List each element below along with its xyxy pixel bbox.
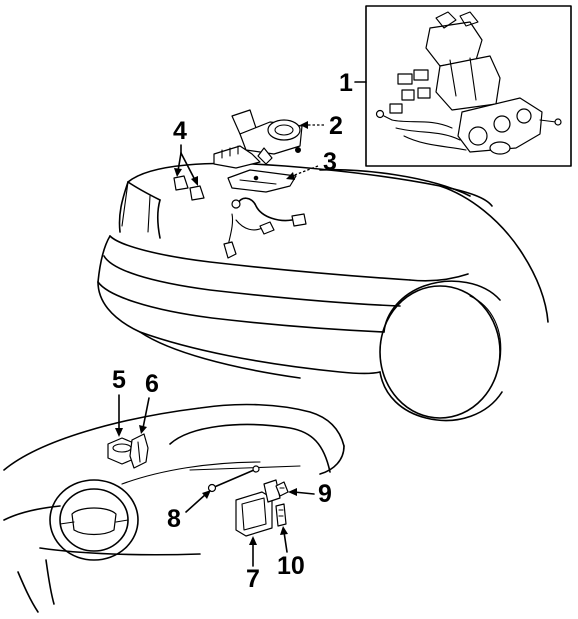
abs-actuator-assembly bbox=[375, 11, 562, 155]
svg-text:3: 3 bbox=[323, 148, 337, 176]
svg-text:8: 8 bbox=[167, 505, 181, 533]
sensor-harness bbox=[223, 197, 307, 259]
interior-dashboard bbox=[3, 403, 345, 613]
callout-5: 5 bbox=[112, 366, 126, 437]
svg-text:7: 7 bbox=[246, 565, 260, 593]
callout-3: 3 bbox=[286, 148, 337, 180]
bracket-part-2 bbox=[213, 109, 303, 169]
svg-text:1: 1 bbox=[339, 69, 353, 97]
harness-part-6 bbox=[129, 433, 149, 469]
callout-1: 1 bbox=[339, 69, 367, 97]
callout-9: 9 bbox=[288, 480, 332, 508]
callout-10: 10 bbox=[277, 526, 305, 580]
clip-part-9 bbox=[275, 481, 289, 497]
cable-part-8 bbox=[207, 465, 260, 493]
svg-text:10: 10 bbox=[277, 552, 305, 580]
plate-part-3 bbox=[227, 169, 297, 193]
ecu-module-part-7 bbox=[235, 479, 281, 537]
callout-6: 6 bbox=[139, 370, 159, 434]
callout-7: 7 bbox=[246, 536, 260, 593]
inset-box bbox=[365, 5, 572, 167]
callout-4: 4 bbox=[173, 117, 198, 186]
svg-text:2: 2 bbox=[329, 112, 343, 140]
svg-text:4: 4 bbox=[173, 117, 187, 145]
svg-text:6: 6 bbox=[145, 370, 159, 398]
relays-part-4 bbox=[173, 175, 205, 201]
vehicle-front-outline bbox=[97, 162, 549, 422]
svg-text:5: 5 bbox=[112, 366, 126, 394]
callout-8: 8 bbox=[167, 490, 211, 533]
svg-text:9: 9 bbox=[318, 480, 332, 508]
callout-2: 2 bbox=[300, 112, 343, 140]
bracket-part-10 bbox=[275, 503, 287, 527]
